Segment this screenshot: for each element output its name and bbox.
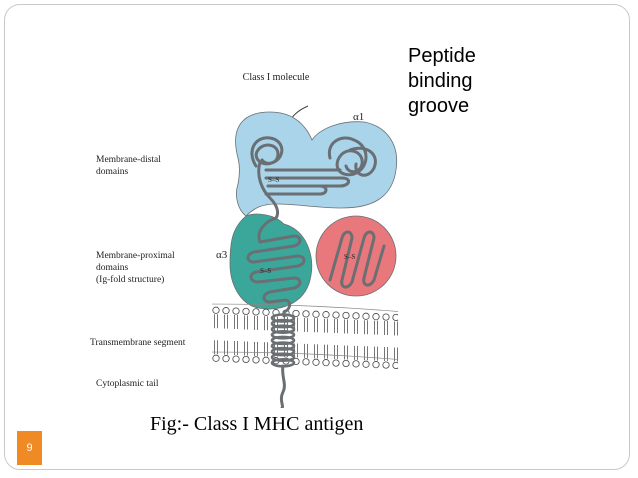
helix-turn	[270, 341, 296, 351]
callout-line-3: groove	[408, 95, 470, 117]
alpha3-label: α3	[216, 249, 228, 261]
lipid-tails	[324, 318, 328, 359]
lipid-head	[242, 307, 250, 316]
helix-turn	[270, 346, 296, 357]
proximal-label-line3: (Ig-fold structure)	[96, 274, 164, 285]
lipid-head	[262, 356, 270, 364]
alpha3-domain	[229, 213, 313, 310]
figure-title: Class I molecule	[243, 72, 310, 83]
helix-turn	[270, 352, 296, 363]
lipid-head	[252, 308, 260, 316]
lipid-head	[312, 358, 320, 366]
lipid-tails	[304, 317, 308, 358]
lipid-head	[372, 313, 380, 321]
lipid-head	[302, 358, 310, 366]
transmembrane-helix	[270, 313, 296, 368]
beta2-microglobulin-domain	[315, 215, 397, 297]
lipid-tails	[224, 314, 228, 355]
lipid-head	[302, 310, 310, 318]
disulfide-label-b2m: S–S	[344, 253, 355, 261]
figure-caption: Fig:- Class I MHC antigen	[150, 413, 364, 435]
helix-turn	[270, 318, 296, 329]
disulfide-label-distal: S–S	[268, 176, 279, 184]
callout-line-1: Peptide	[408, 45, 476, 67]
lipid-tails	[254, 315, 258, 356]
lipid-head	[332, 311, 340, 319]
lipid-head	[212, 354, 220, 362]
peptide-binding-groove-callout: Peptide binding groove	[408, 44, 476, 119]
lipid-head	[342, 359, 350, 368]
lipid-head	[262, 308, 270, 316]
chain-b2m-fold	[328, 230, 386, 289]
proximal-label-line2: domains	[96, 263, 128, 273]
lipid-head	[222, 355, 230, 363]
lipid-head	[332, 359, 340, 367]
helix-turn	[270, 329, 296, 340]
cytoplasmic-tail	[279, 364, 286, 408]
lipid-head	[312, 310, 320, 318]
lipid-tails	[344, 319, 348, 360]
lipid-head	[352, 312, 360, 320]
page-number-badge: 9	[17, 431, 42, 465]
lipid-head	[242, 355, 250, 364]
lipid-head	[322, 359, 330, 367]
chain-beta-sheet	[264, 168, 350, 196]
lipid-head	[372, 361, 380, 369]
lipid-tails	[274, 316, 278, 357]
lipid-tails	[364, 320, 368, 361]
lipid-head	[292, 309, 300, 318]
lipid-head	[392, 313, 398, 322]
membrane-distal-domain	[235, 111, 398, 217]
helix-turn	[270, 335, 296, 346]
lipid-tails	[244, 315, 248, 356]
cell-membrane	[211, 303, 398, 370]
membrane-inner-edge	[211, 351, 398, 360]
lipid-head	[392, 361, 398, 370]
chain-distal-fold	[257, 160, 280, 220]
lipid-tails	[354, 319, 358, 360]
cytoplasmic-label: Cytoplasmic tail	[96, 379, 159, 389]
lipid-head	[232, 355, 240, 363]
lipid-head	[342, 311, 350, 320]
lipid-head	[362, 312, 370, 320]
lipid-tails	[394, 321, 398, 362]
lipid-tails	[234, 315, 238, 356]
lipid-head	[382, 361, 390, 369]
lipid-head	[252, 356, 260, 364]
lipid-head	[212, 306, 220, 314]
alpha1-label: α1	[353, 111, 364, 123]
lipid-tails	[334, 319, 338, 360]
lipid-head	[232, 307, 240, 315]
lipid-head	[362, 360, 370, 368]
chain-alpha3-fold	[246, 216, 306, 318]
callout-line-2: binding	[408, 70, 473, 92]
lipid-head	[322, 311, 330, 319]
distal-label-line1: Membrane-distal	[96, 155, 161, 165]
lipid-tails	[374, 320, 378, 361]
lipid-tails	[384, 321, 388, 362]
proximal-label-line1: Membrane-proximal	[96, 251, 175, 261]
lipid-head	[382, 313, 390, 321]
transmembrane-label: Transmembrane segment	[90, 338, 186, 348]
membrane-outer-edge	[211, 303, 398, 312]
lipid-tails	[214, 314, 218, 355]
lipid-head	[352, 360, 360, 368]
helix-turn	[270, 324, 296, 335]
mhc-class-i-diagram: Class I molecule α2 α1 α3 Membrane-dista…	[90, 72, 398, 408]
lipid-tails	[264, 316, 268, 357]
slide-frame	[4, 4, 630, 470]
helix-turn	[270, 313, 296, 323]
lipid-tails	[314, 318, 318, 359]
distal-label-line2: domains	[96, 167, 128, 177]
lipid-head	[222, 307, 230, 315]
lipid-tails	[284, 317, 288, 358]
disulfide-label-alpha3: S–S	[260, 267, 271, 275]
